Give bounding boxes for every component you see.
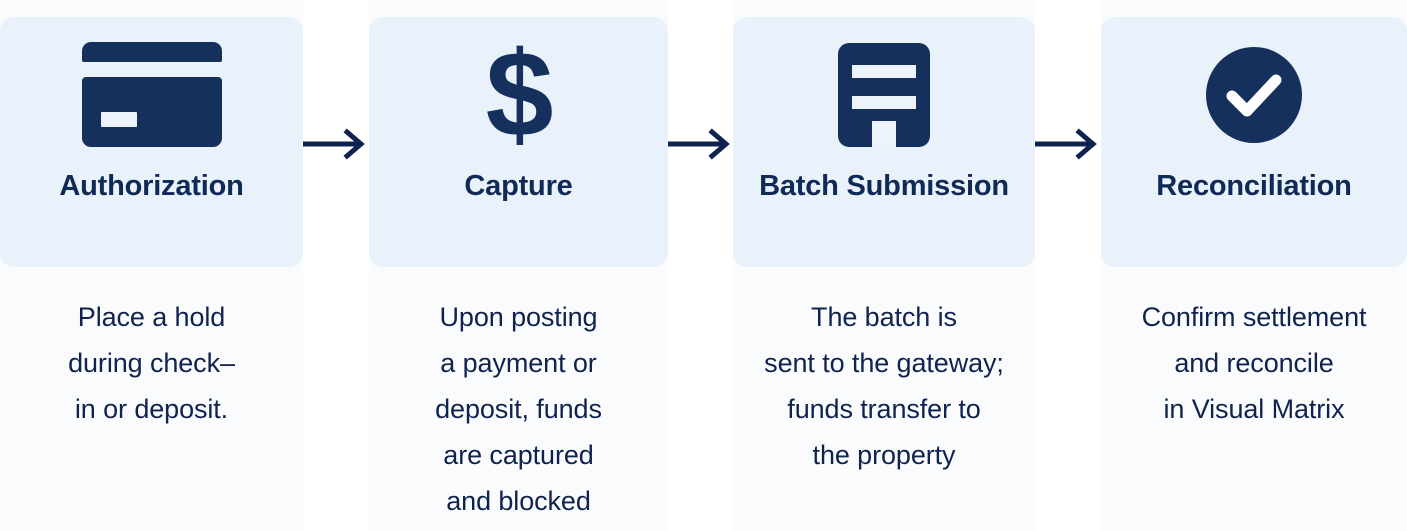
bank-door-notch (872, 120, 896, 147)
flow-step-reconciliation: Reconciliation Confirm settlement and re… (1101, 0, 1407, 531)
step-title-authorization: Authorization (59, 170, 244, 202)
description-line: in Visual Matrix (1163, 394, 1345, 424)
credit-card-strip (100, 112, 137, 127)
bank-bar-top (852, 64, 916, 78)
step-description-reconciliation: Confirm settlement and reconcile in Visu… (1101, 294, 1407, 432)
flow-step-capture: $ Capture Upon posting a payment or depo… (369, 0, 668, 531)
step-title-reconciliation: Reconciliation (1156, 170, 1352, 202)
description-line: are captured (443, 440, 594, 470)
description-line: and reconcile (1174, 348, 1334, 378)
arrow-right-icon (1033, 127, 1101, 161)
flow-step-batch-submission: Batch Submission The batch is sent to th… (733, 0, 1035, 531)
step-icon-wrap-batch-submission (733, 17, 1035, 172)
step-description-capture: Upon posting a payment or deposit, funds… (369, 294, 668, 524)
step-title-capture: Capture (464, 170, 573, 202)
step-card-batch-submission[interactable]: Batch Submission (733, 17, 1035, 267)
step-title-batch-submission: Batch Submission (759, 170, 1009, 202)
description-line: and blocked (446, 486, 591, 516)
credit-card-top-bar (81, 42, 222, 62)
description-line: the property (812, 440, 956, 470)
description-line: Confirm settlement (1141, 302, 1367, 332)
step-card-authorization[interactable]: Authorization (0, 17, 303, 267)
arrow-right-icon (301, 127, 369, 161)
description-line: funds transfer to (787, 394, 981, 424)
step-icon-wrap-capture: $ (369, 17, 668, 172)
description-line: Upon posting (439, 302, 598, 332)
dollar-sign-icon: $ (485, 25, 554, 162)
description-line: during check– (68, 348, 235, 378)
description-line: The batch is (811, 302, 957, 332)
description-line: Place a hold (77, 302, 226, 332)
step-icon-wrap-authorization (0, 17, 303, 172)
bank-bar-bottom (852, 95, 916, 109)
credit-card-icon (81, 42, 222, 147)
step-card-capture[interactable]: $ Capture (369, 17, 668, 267)
description-line: deposit, funds (435, 394, 602, 424)
bank-building-icon (838, 42, 930, 147)
flow-step-authorization: Authorization Place a hold during check–… (0, 0, 303, 531)
step-card-reconciliation[interactable]: Reconciliation (1101, 17, 1407, 267)
description-line: in or deposit. (74, 394, 229, 424)
step-description-batch-submission: The batch is sent to the gateway; funds … (733, 294, 1035, 478)
description-line: sent to the gateway; (764, 348, 1004, 378)
description-line: a payment or (440, 348, 597, 378)
arrow-right-icon (666, 127, 734, 161)
step-description-authorization: Place a hold during check– in or deposit… (0, 294, 303, 432)
step-icon-wrap-reconciliation (1101, 17, 1407, 172)
check-circle-icon (1206, 46, 1302, 143)
